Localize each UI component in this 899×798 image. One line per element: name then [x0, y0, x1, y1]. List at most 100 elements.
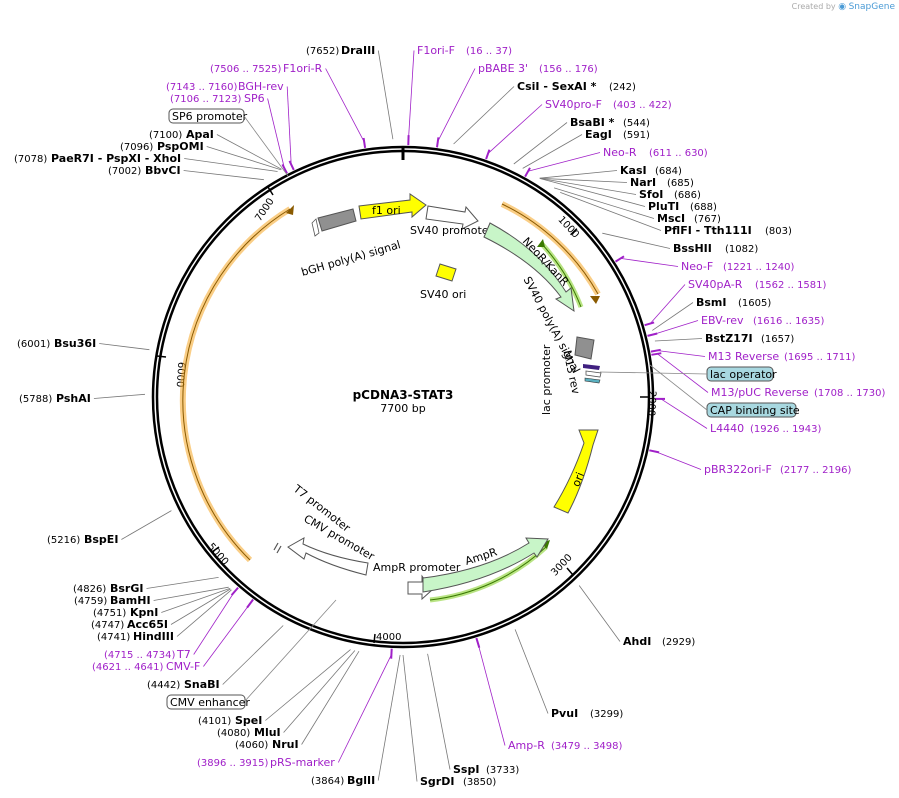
enzyme-pos: (6001) — [17, 339, 50, 350]
primer-site-mark — [524, 167, 531, 178]
enzyme-name[interactable]: HindIII — [133, 630, 174, 643]
tick-4000 — [373, 633, 376, 644]
enzyme-name[interactable]: EagI — [585, 128, 612, 141]
primer-name[interactable]: Neo-R — [603, 146, 637, 159]
enzyme-name[interactable]: AhdI — [623, 635, 651, 648]
enzyme-name[interactable]: NruI — [272, 738, 299, 751]
primer-name[interactable]: Amp-R — [508, 739, 545, 752]
enzyme-name[interactable]: NarI — [630, 176, 656, 189]
bgh-small-feature[interactable] — [311, 218, 320, 237]
enzyme-pos: (7002) — [108, 166, 141, 177]
enzyme-name[interactable]: DraIII — [341, 44, 375, 57]
f1-ori-feature[interactable] — [358, 193, 427, 220]
primer-name[interactable]: pRS-marker — [270, 756, 335, 769]
enzyme-pos: (3733) — [486, 765, 519, 776]
enzyme-name[interactable]: MscI — [657, 212, 685, 225]
enzyme-leader — [301, 650, 360, 745]
enzyme-leader — [283, 650, 356, 733]
enzyme-pos: (767) — [694, 214, 721, 225]
enzyme-name[interactable]: BbvCI — [145, 164, 181, 177]
enzyme-pos: (591) — [623, 130, 650, 141]
enzyme-name[interactable]: ApaI — [186, 128, 214, 141]
enzyme-leader — [553, 187, 655, 219]
primer-name[interactable]: pBABE 3' — [478, 62, 528, 75]
enzyme-pos: (4080) — [217, 728, 250, 739]
enzyme-name[interactable]: SfoI — [639, 188, 663, 201]
enzyme-name[interactable]: PaeR7I - PspXI - XhoI — [51, 152, 181, 165]
primer-name[interactable]: EBV-rev — [701, 314, 744, 327]
neor-green-arc-line — [540, 242, 582, 308]
primer-name[interactable]: pBR322ori-F — [704, 463, 772, 476]
enzyme-name[interactable]: BstZ17I — [705, 332, 753, 345]
primer-leader — [487, 104, 543, 154]
primer-leader — [656, 350, 706, 357]
enzyme-name[interactable]: PvuI — [551, 707, 578, 720]
enzyme-name[interactable]: BsmI — [696, 296, 727, 309]
lac-promoter-label: lac promoter — [540, 344, 553, 415]
enzyme-pos: (242) — [609, 82, 636, 93]
cmv-promoter-feature[interactable] — [287, 537, 369, 576]
enzyme-pos: (1605) — [738, 298, 771, 309]
m13-rev-mark[interactable] — [583, 364, 600, 370]
tick-3000 — [566, 567, 574, 576]
ori-feature[interactable] — [553, 429, 599, 514]
bgh-polya-terminator[interactable] — [317, 208, 357, 232]
enzyme-pos: (1657) — [761, 334, 794, 345]
primer-name[interactable]: SV40pro-F — [545, 98, 602, 111]
lac-operator-label: lac operator — [710, 368, 777, 381]
primer-leader — [267, 98, 285, 168]
primer-name[interactable]: F1ori-F — [417, 44, 455, 57]
primer-name[interactable]: SV40pA-R — [688, 278, 743, 291]
primer-name[interactable]: SP6 — [244, 92, 265, 105]
primer-leader — [620, 258, 679, 267]
enzyme-name[interactable]: PflFI - Tth111I — [664, 224, 752, 237]
enzyme-name[interactable]: Bsu36I — [54, 337, 96, 350]
enzyme-name[interactable]: KpnI — [130, 606, 158, 619]
cap-binding-site-mark[interactable] — [584, 377, 601, 384]
enzyme-name[interactable]: BssHII — [673, 242, 712, 255]
t7-promoter-mark[interactable] — [273, 542, 282, 554]
sv40-polya-terminator[interactable] — [574, 336, 595, 360]
primer-site-mark — [362, 137, 367, 149]
primer-pos: (403 .. 422) — [613, 100, 672, 111]
enzyme-name[interactable]: BsaBI * — [570, 116, 615, 129]
enzyme-name[interactable]: SnaBI — [184, 678, 220, 691]
primer-name[interactable]: L4440 — [710, 422, 744, 435]
primer-leader — [527, 152, 601, 172]
primer-leader — [437, 68, 476, 142]
primer-name[interactable]: CMV-F — [166, 660, 200, 673]
bgh-polya-label: bGH poly(A) signal — [300, 238, 402, 279]
primer-name[interactable]: M13/pUC Reverse — [711, 386, 809, 399]
cmv-enhancer-box[interactable] — [166, 694, 246, 710]
enzyme-name[interactable]: BamHI — [110, 594, 151, 607]
cap-binding-site-label: CAP binding site — [710, 404, 800, 417]
primer-name[interactable]: M13 Reverse — [708, 350, 779, 363]
enzyme-name[interactable]: BglII — [347, 774, 375, 787]
primer-pos: (16 .. 37) — [466, 46, 512, 57]
enzyme-name[interactable]: BsrGI — [110, 582, 143, 595]
enzyme-name[interactable]: PshAI — [56, 392, 91, 405]
enzyme-leader — [377, 50, 394, 140]
enzyme-name[interactable]: Acc65I — [127, 618, 168, 631]
enzyme-name[interactable]: SspI — [453, 763, 479, 776]
enzyme-leader — [93, 393, 146, 399]
enzyme-name[interactable]: PspOMI — [157, 140, 204, 153]
sv40-promoter-feature[interactable] — [425, 205, 479, 230]
primer-name[interactable]: T7 — [176, 648, 191, 661]
enzyme-name[interactable]: PluTI — [648, 200, 679, 213]
primer-name[interactable]: Neo-F — [681, 260, 713, 273]
enzyme-leader — [176, 589, 232, 637]
lac-operator-mark[interactable] — [585, 370, 602, 378]
primer-name[interactable]: BGH-rev — [238, 80, 284, 93]
enzyme-name[interactable]: CsiI - SexAI * — [517, 80, 597, 93]
enzyme-pos: (3850) — [463, 777, 496, 788]
enzyme-name[interactable]: MluI — [254, 726, 281, 739]
sv40-ori-feature[interactable] — [435, 263, 457, 282]
enzyme-name[interactable]: BspEI — [84, 533, 118, 546]
primer-name[interactable]: F1ori-R — [283, 62, 323, 75]
neor-kanr-feature[interactable] — [483, 222, 575, 313]
enzyme-name[interactable]: SpeI — [235, 714, 262, 727]
enzyme-name[interactable]: SgrDI — [420, 775, 454, 788]
enzyme-name[interactable]: KasI — [620, 164, 647, 177]
ampr-feature[interactable] — [422, 537, 549, 593]
